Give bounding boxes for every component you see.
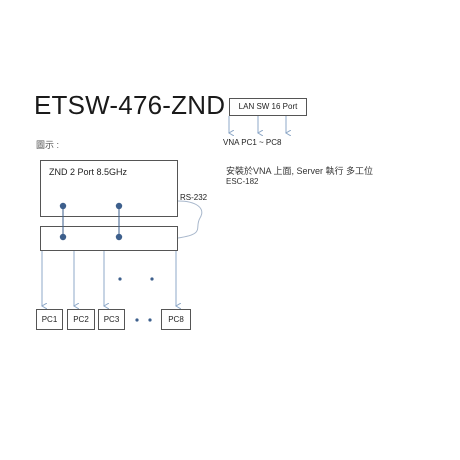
pc-box-1: PC1 xyxy=(36,309,63,330)
ellipsis-dot xyxy=(135,318,139,322)
ellipsis-dot xyxy=(118,277,122,281)
matrix-port-2 xyxy=(115,233,123,241)
lan-switch-targets: VNA PC1 ~ PC8 xyxy=(223,138,282,147)
switch-matrix-box xyxy=(40,226,178,251)
figure-label: 圖示 : xyxy=(36,140,60,150)
pc-label: PC3 xyxy=(103,315,120,324)
pc-box-2: PC2 xyxy=(67,309,95,330)
pc-box-8: PC8 xyxy=(161,309,191,330)
lan-switch-label: LAN SW 16 Port xyxy=(238,102,298,111)
pc-label: PC2 xyxy=(73,315,89,324)
ellipsis-dot xyxy=(150,277,154,281)
pc-label: PC1 xyxy=(41,315,58,324)
lan-switch-box: LAN SW 16 Port xyxy=(229,98,307,116)
rs232-cable xyxy=(177,200,203,239)
pc-box-3: PC3 xyxy=(98,309,125,330)
lan-switch-arrows xyxy=(229,116,286,133)
pc-arrows xyxy=(42,251,176,306)
ellipsis-dot xyxy=(148,318,152,322)
znd-analyzer-label: ZND 2 Port 8.5GHz xyxy=(49,167,128,177)
install-note: 安裝於VNA 上面, Server 執行 多工位 xyxy=(226,166,374,176)
pc-label: PC8 xyxy=(168,315,184,324)
rs232-label: RS-232 xyxy=(180,193,208,202)
znd-analyzer-box xyxy=(40,160,178,217)
matrix-port-1 xyxy=(59,233,67,241)
znd-port-1 xyxy=(59,202,67,210)
znd-port-2 xyxy=(115,202,123,210)
znd-ports xyxy=(59,202,123,241)
ellipsis-dots xyxy=(118,277,154,322)
diagram-title: ETSW-476-ZND xyxy=(34,90,226,120)
install-note-model: ESC-182 xyxy=(226,177,259,186)
